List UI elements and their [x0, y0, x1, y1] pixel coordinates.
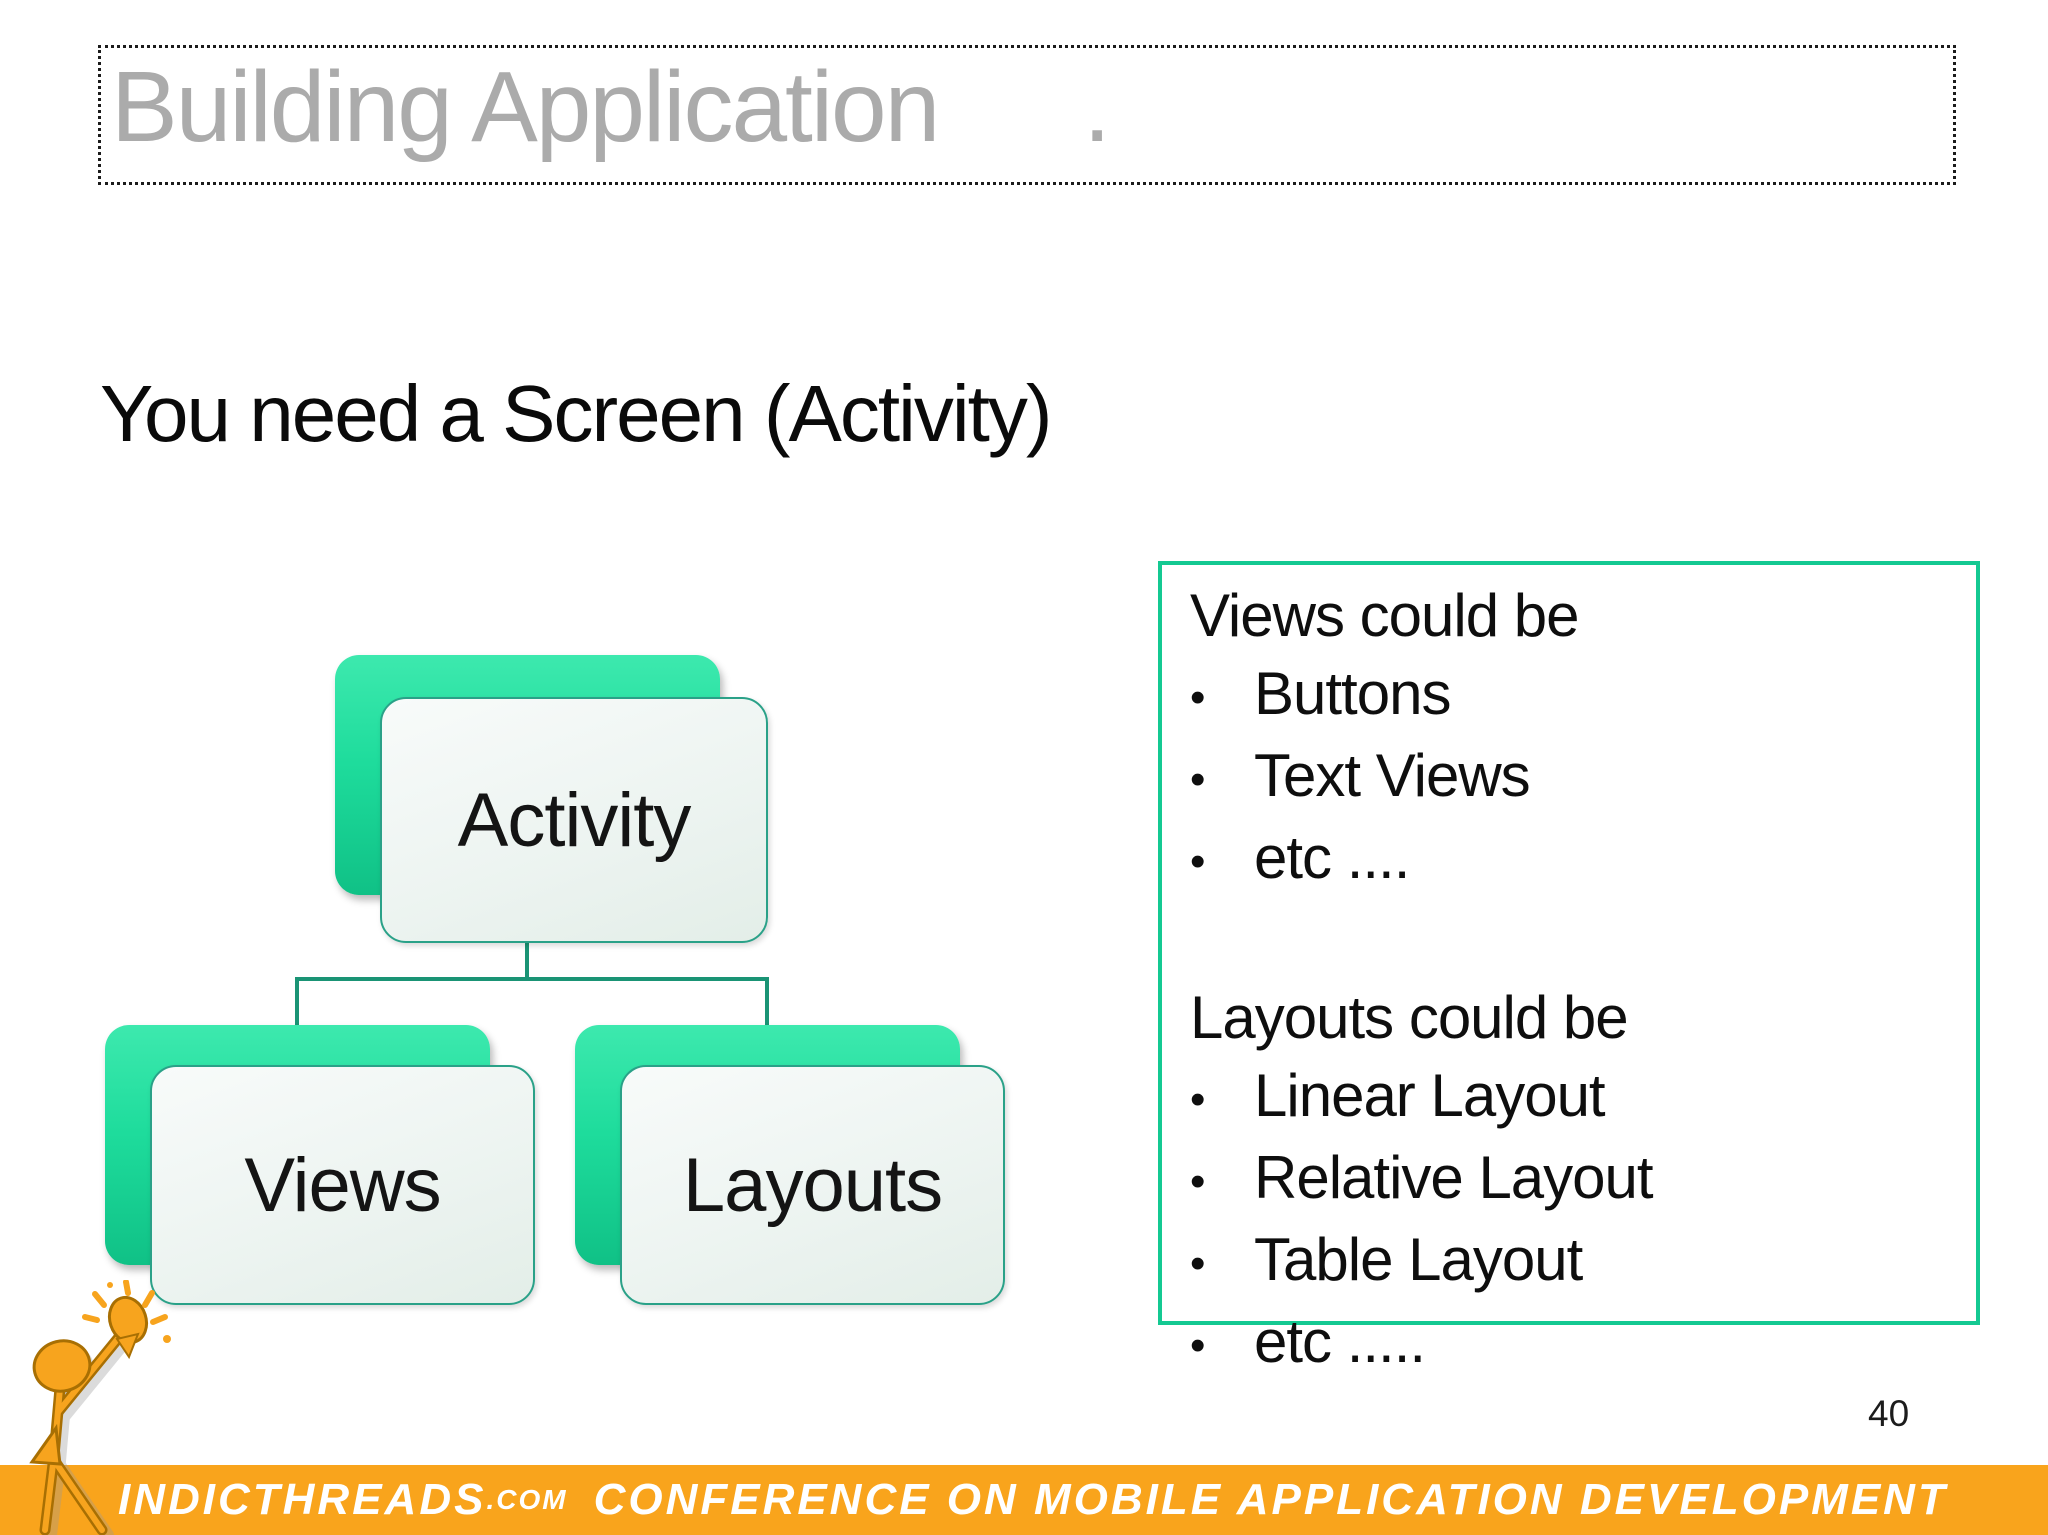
slide-heading: You need a Screen (Activity): [100, 369, 1052, 458]
footer-bar: [0, 1465, 2048, 1535]
activity-node-label: Activity: [457, 777, 692, 863]
connector-views-stem: [295, 977, 299, 1027]
bullet-icon: •: [1190, 837, 1205, 886]
connector-layouts-stem: [765, 977, 769, 1027]
lightbulb-mascot-icon: [29, 1280, 171, 1535]
brand-suffix: .com: [486, 1484, 568, 1515]
notes-blank-line: [1190, 901, 1956, 979]
notes-line: •Table Layout: [1190, 1221, 1956, 1303]
connector-horizontal-bar: [295, 977, 769, 981]
notes-line: Views could be: [1190, 582, 1579, 649]
notes-line: •Linear Layout: [1190, 1057, 1956, 1139]
bullet-icon: •: [1190, 673, 1205, 722]
page-title: Building Application: [111, 51, 940, 163]
notes-line: •Relative Layout: [1190, 1139, 1956, 1221]
connector-activity-stem: [525, 937, 529, 981]
title-period: .: [1083, 51, 1112, 163]
page-number: 40: [1868, 1393, 1910, 1434]
notes-line: Layouts could be: [1190, 984, 1629, 1051]
notes-line: •Text Views: [1190, 737, 1956, 819]
bullet-icon: •: [1190, 1321, 1205, 1370]
footer-text: INDICTHREADS.com CONFERENCE ON MOBILE APP…: [118, 1465, 1948, 1535]
bullet-icon: •: [1190, 1239, 1205, 1288]
notes-line: •etc .....: [1190, 1303, 1956, 1385]
activity-node: Activity: [380, 697, 768, 943]
brand-text: INDICTHREADS: [118, 1475, 487, 1524]
notes-line: •etc ....: [1190, 819, 1956, 901]
layouts-node-label: Layouts: [682, 1142, 943, 1228]
views-node-label: Views: [244, 1142, 441, 1228]
bullet-icon: •: [1190, 1075, 1205, 1124]
notes-box: Views could be •Buttons •Text Views •etc…: [1158, 561, 1980, 1375]
notes-line: •Buttons: [1190, 655, 1956, 737]
views-node: Views: [150, 1065, 535, 1305]
title-box: Building Application .: [98, 45, 1956, 185]
layouts-node: Layouts: [620, 1065, 1005, 1305]
bullet-icon: •: [1190, 755, 1205, 804]
footer-tagline: CONFERENCE ON MOBILE APPLICATION DEVELOP…: [593, 1475, 1948, 1524]
bullet-icon: •: [1190, 1157, 1205, 1206]
